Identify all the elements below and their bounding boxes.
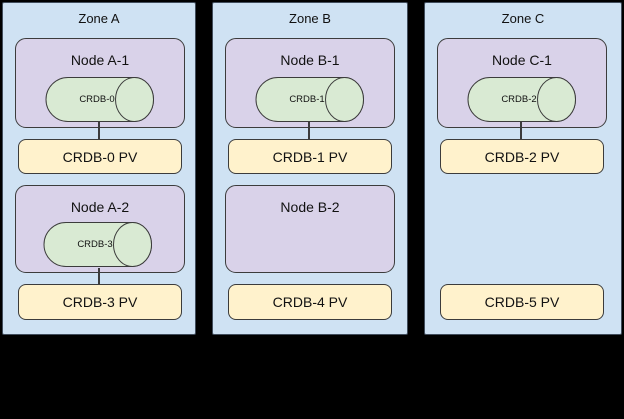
node-title: Node A-2 <box>70 199 130 215</box>
zone-c: Zone C Node C-1 CRDB-2 CRDB-2 PV CRDB-5 … <box>424 2 622 335</box>
connector-line <box>308 122 310 140</box>
pv-box: CRDB-1 PV <box>228 139 392 174</box>
zone-title: Zone C <box>501 11 545 26</box>
connector-line <box>98 122 100 140</box>
node-title: Node B-1 <box>280 52 340 68</box>
node-title: Node A-1 <box>70 52 130 68</box>
cylinder-label: CRDB-0 <box>79 94 114 105</box>
connector-line <box>98 268 100 285</box>
cylinder-label: CRDB-2 <box>501 94 536 105</box>
cylinder-label: CRDB-1 <box>289 94 324 105</box>
node-title: Node C-1 <box>492 52 552 68</box>
crdb-cylinder-icon: CRDB-1 <box>255 77 364 122</box>
zone-title: Zone A <box>78 11 120 26</box>
crdb-cylinder-icon: CRDB-2 <box>467 77 576 122</box>
cylinder-label: CRDB-3 <box>77 239 112 250</box>
pv-box: CRDB-4 PV <box>228 284 392 320</box>
zone-title: Zone B <box>289 11 331 26</box>
zone-a: Zone A Node A-1 CRDB-0 CRDB-0 PV Node A-… <box>2 2 196 335</box>
pv-box: CRDB-3 PV <box>18 284 182 320</box>
pv-box: CRDB-0 PV <box>18 139 182 174</box>
zone-b: Zone B Node B-1 CRDB-1 CRDB-1 PV Node B-… <box>212 2 408 335</box>
pv-box: CRDB-2 PV <box>440 139 604 174</box>
connector-line <box>520 122 522 140</box>
crdb-cylinder-icon: CRDB-3 <box>43 222 152 267</box>
node-title: Node B-2 <box>280 199 340 215</box>
pv-box: CRDB-5 PV <box>440 284 604 320</box>
crdb-cylinder-icon: CRDB-0 <box>45 77 154 122</box>
node-b2-box: Node B-2 <box>225 185 395 273</box>
